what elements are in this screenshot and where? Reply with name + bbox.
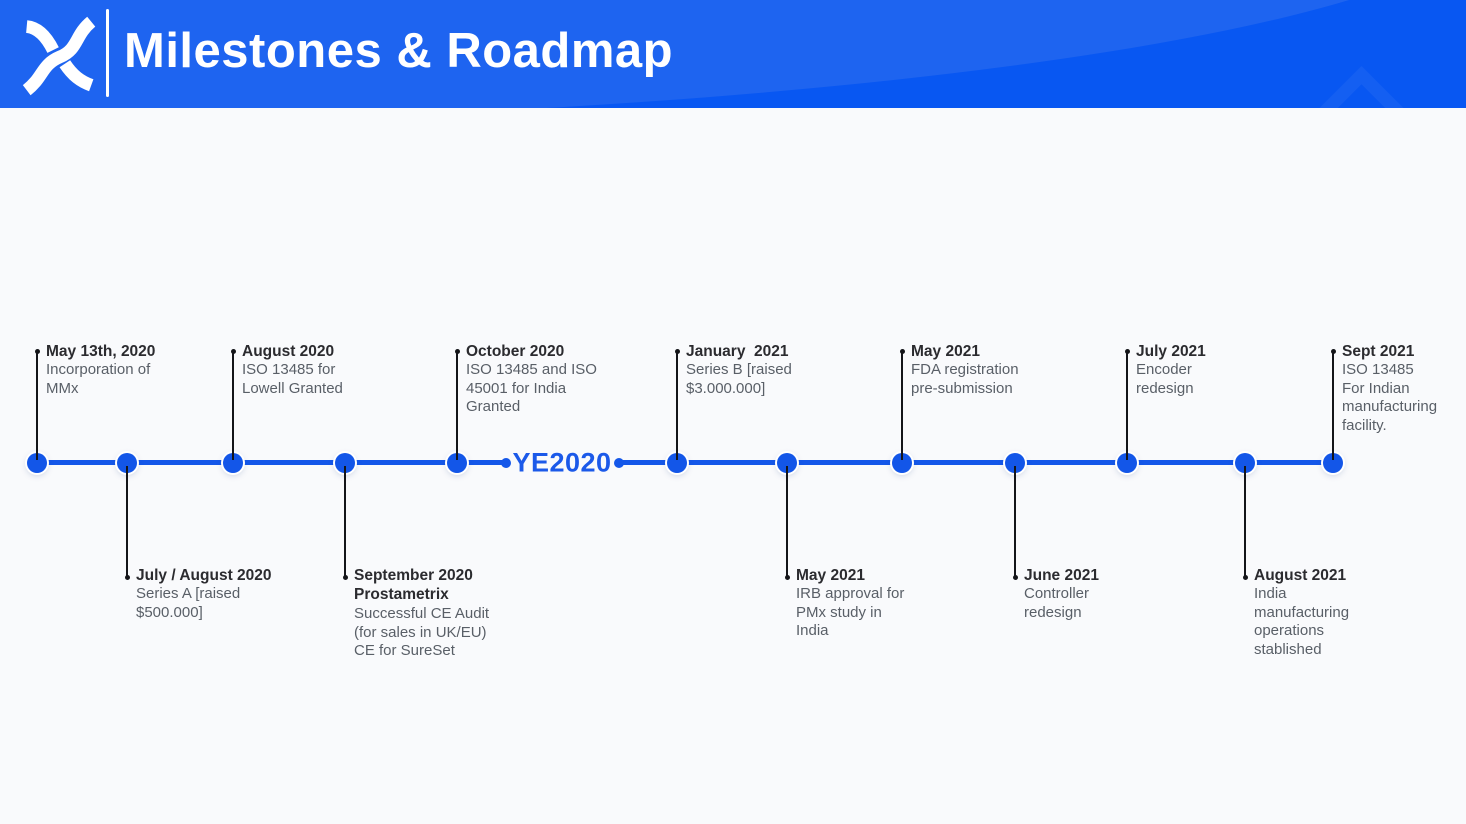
connector-line [1244,466,1246,577]
milestone-date: August 2021 [1254,567,1347,584]
milestone-subtitle: Prostametrix [354,586,449,603]
connector-end-dot [125,575,130,580]
milestone-date: August 2020 [242,343,335,360]
timeline-line-right-segment [619,460,1333,465]
connector-end-dot [1125,349,1130,354]
timeline-dot [1117,453,1137,473]
connector-end-dot [785,575,790,580]
connector-line [1332,352,1334,460]
header: Milestones & Roadmap [0,0,1466,108]
connector-end-dot [1243,575,1248,580]
page-title: Milestones & Roadmap [124,24,674,78]
timeline-dot [27,453,47,473]
milestone-date: July / August 2020 [136,567,272,584]
timeline-line-left-segment [37,460,506,465]
connector-line [1126,352,1128,460]
connector-line [676,352,678,460]
timeline-dot [777,453,797,473]
logo-separator [106,9,109,97]
connector-end-dot [343,575,348,580]
connector-end-dot [900,349,905,354]
company-logo-icon [14,9,102,97]
connector-line [1014,466,1016,577]
connector-end-dot [455,349,460,354]
milestone-description: India manufacturing operations stablishe… [1254,585,1350,658]
milestone-description: Successful CE Audit (for sales in UK/EU)… [354,605,490,659]
timeline-dot [1005,453,1025,473]
connector-line [126,466,128,577]
connector-end-dot [1331,349,1336,354]
milestone-date: October 2020 [466,343,565,360]
timeline-dot [892,453,912,473]
timeline-dot [335,453,355,473]
milestone-description: Encoder redesign [1136,361,1194,397]
milestone-description: IRB approval for PMx study in India [796,585,905,639]
timeline-dot [117,453,137,473]
connector-end-dot [675,349,680,354]
header-chevron-decor [1299,65,1424,108]
connector-line [901,352,903,460]
connector-line [456,352,458,460]
connector-end-dot [35,349,40,354]
milestone-date: January 2021 [686,343,789,360]
milestone-date: September 2020 [354,567,473,584]
milestone-description: ISO 13485 and ISO 45001 for India Grante… [466,361,597,415]
milestone-date: June 2021 [1024,567,1099,584]
milestone-date: July 2021 [1136,343,1206,360]
connector-end-dot [231,349,236,354]
connector-line [786,466,788,577]
milestone-description: Controller redesign [1024,585,1090,621]
timeline-endcap-dot [501,458,511,468]
milestone-description: ISO 13485 For Indian manufacturing facil… [1342,361,1438,434]
milestone-description: Incorporation of MMx [46,361,151,397]
milestone-date: May 13th, 2020 [46,343,156,360]
connector-line [344,466,346,577]
timeline-dot [1235,453,1255,473]
timeline-dot [667,453,687,473]
timeline-dot [447,453,467,473]
timeline-endcap-dot [614,458,624,468]
milestone-description: ISO 13485 for Lowell Granted [242,361,343,397]
milestone-description: Series A [raised $500.000] [136,585,241,621]
milestone-description: FDA registration pre-submission [911,361,1019,397]
connector-line [232,352,234,460]
connector-end-dot [1013,575,1018,580]
timeline-dot [223,453,243,473]
milestone-description: Series B [raised $3.000.000] [686,361,792,397]
year-end-2020-label: YE2020 [512,447,612,478]
connector-line [36,352,38,460]
timeline-dot [1323,453,1343,473]
milestone-date: May 2021 [911,343,980,360]
milestone-date: Sept 2021 [1342,343,1415,360]
milestone-date: May 2021 [796,567,865,584]
